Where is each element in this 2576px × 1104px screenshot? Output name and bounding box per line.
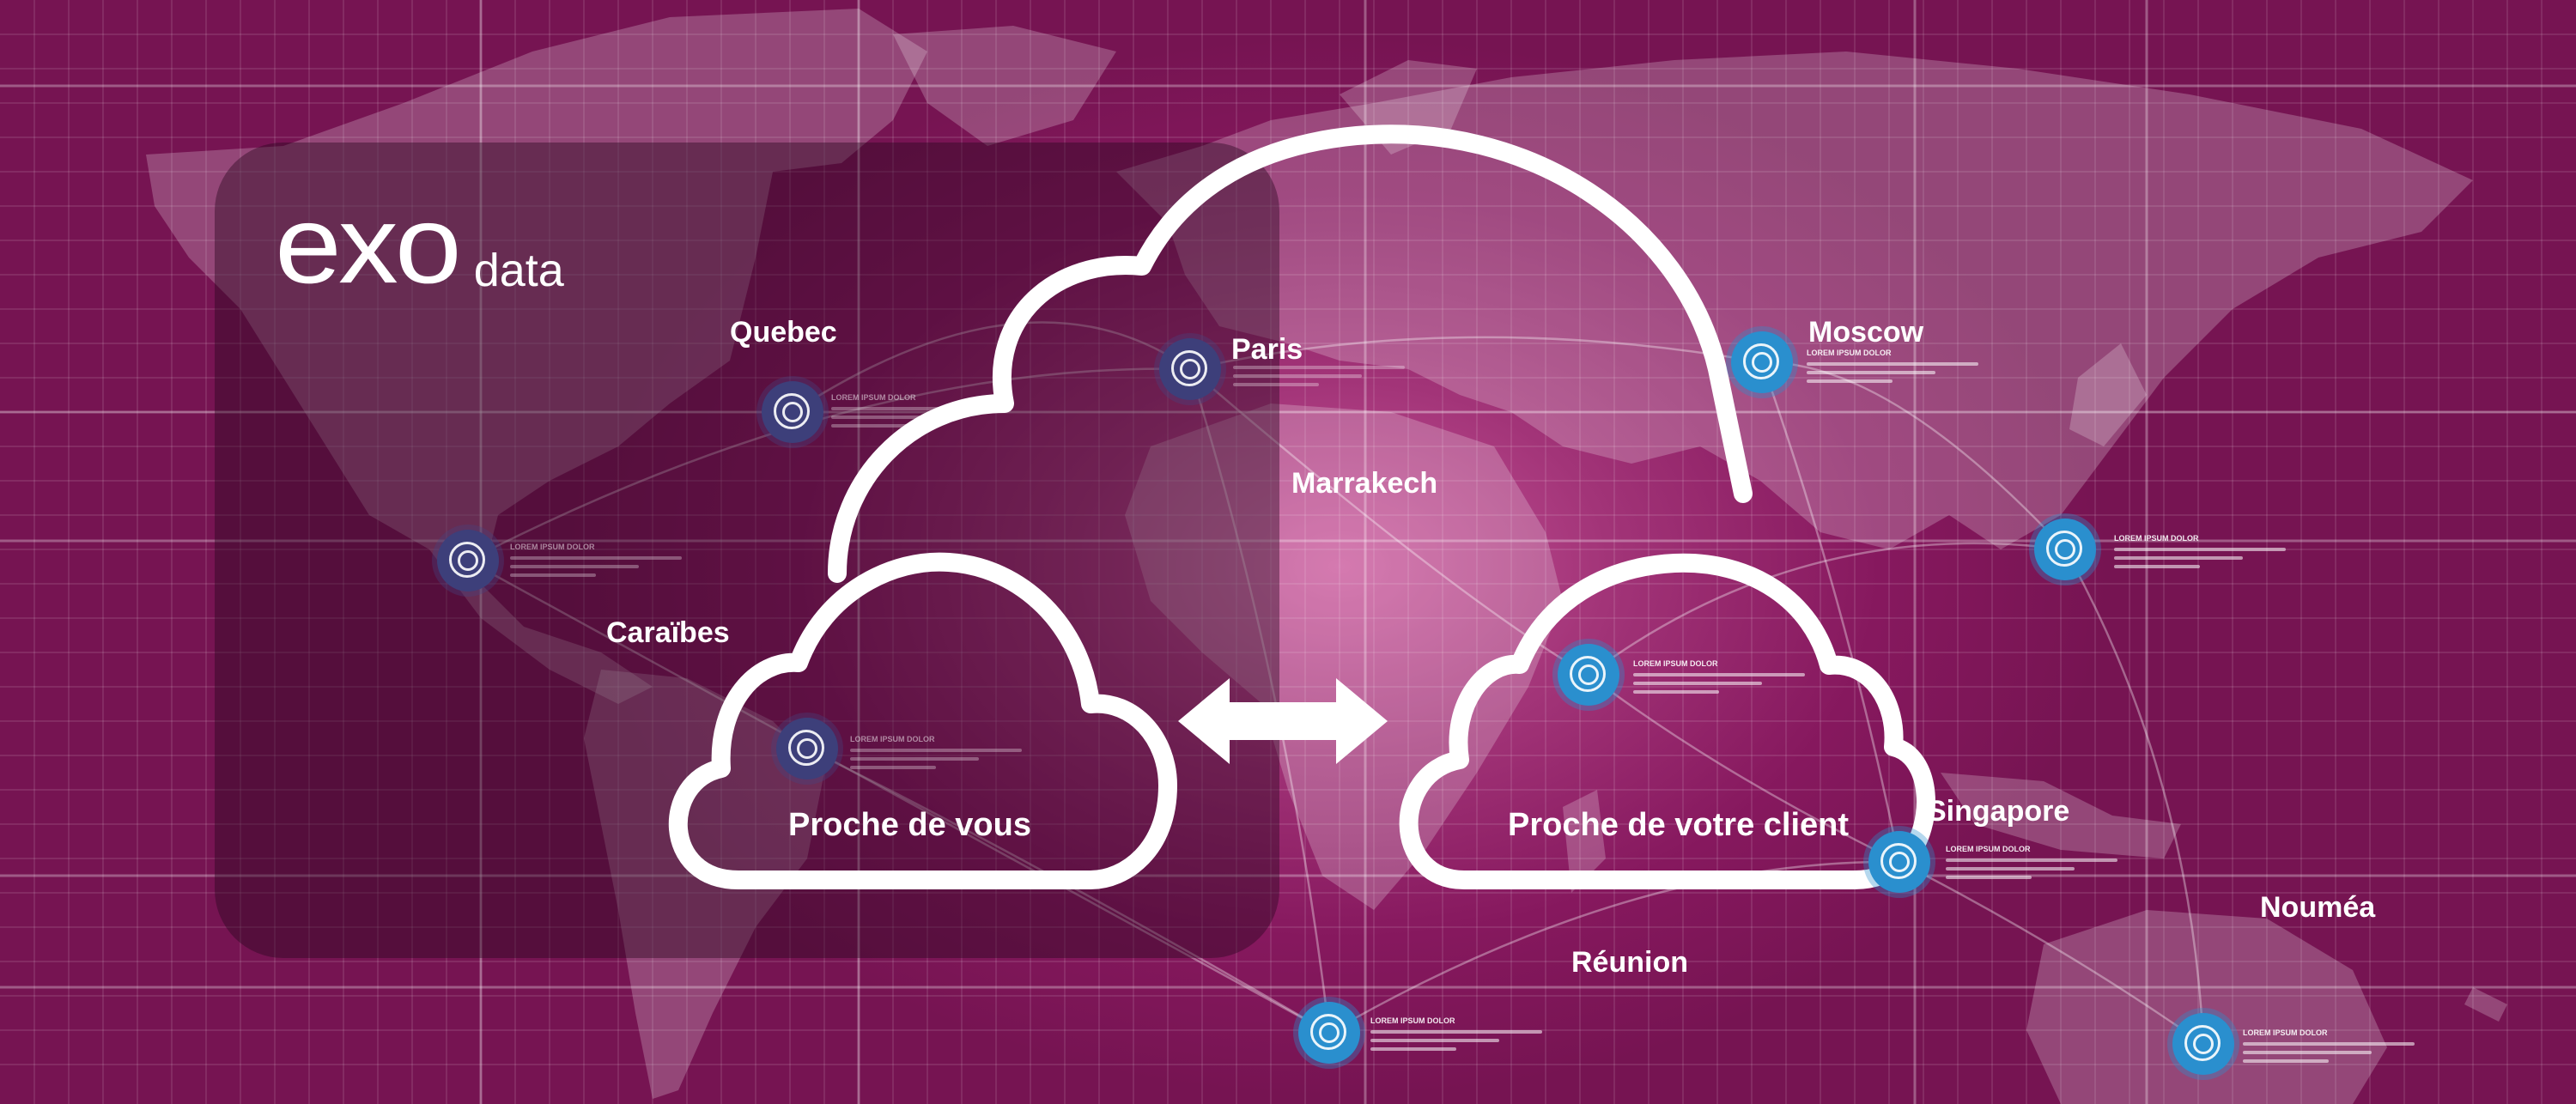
placeholder-line bbox=[1370, 1030, 1542, 1034]
city-label-singapore: Singapore bbox=[1927, 795, 2070, 828]
pin-info-tag: LOREM IPSUM DOLOR bbox=[1946, 845, 2135, 879]
city-label-caraibes: Caraïbes bbox=[606, 616, 730, 649]
left-cloud-icon bbox=[668, 552, 1177, 889]
pin-info-tag: LOREM IPSUM DOLOR bbox=[2114, 534, 2303, 568]
placeholder-line bbox=[1807, 362, 1978, 366]
placeholder-line bbox=[1946, 876, 2032, 879]
left-cloud-label: Proche de vous bbox=[788, 807, 1031, 843]
pin-info-title: LOREM IPSUM DOLOR bbox=[1370, 1016, 1455, 1025]
pin-info-tag: LOREM IPSUM DOLOR bbox=[1807, 349, 1996, 383]
placeholder-line bbox=[1370, 1039, 1499, 1042]
location-pin-icon bbox=[2034, 519, 2096, 580]
pin-info-title: LOREM IPSUM DOLOR bbox=[1946, 845, 2031, 853]
pin-info-title: LOREM IPSUM DOLOR bbox=[510, 543, 595, 551]
pin-info-title: LOREM IPSUM DOLOR bbox=[2114, 534, 2199, 543]
exodata-logo: exo data bbox=[275, 185, 564, 305]
location-pin-icon bbox=[1558, 644, 1619, 706]
location-pin-icon bbox=[1159, 338, 1221, 400]
big-cloud-icon bbox=[828, 124, 1753, 583]
placeholder-line bbox=[1807, 371, 1935, 374]
pin-info-title: LOREM IPSUM DOLOR bbox=[831, 393, 916, 402]
city-label-noumea: Nouméa bbox=[2260, 891, 2376, 924]
placeholder-line bbox=[2114, 565, 2200, 568]
city-label-marrakech: Marrakech bbox=[1291, 467, 1438, 500]
city-label-moscow: Moscow bbox=[1808, 316, 1924, 349]
location-pin-icon bbox=[2172, 1013, 2234, 1075]
pin-info-title: LOREM IPSUM DOLOR bbox=[1807, 349, 1892, 357]
placeholder-line bbox=[1233, 374, 1362, 378]
placeholder-line bbox=[1633, 682, 1762, 685]
placeholder-line bbox=[2243, 1051, 2372, 1054]
placeholder-line bbox=[850, 757, 979, 761]
pin-info-tag bbox=[1233, 361, 1422, 386]
placeholder-line bbox=[510, 573, 596, 577]
placeholder-line bbox=[1633, 673, 1805, 676]
pin-info-tag: LOREM IPSUM DOLOR bbox=[2243, 1028, 2432, 1063]
right-cloud-label: Proche de votre client bbox=[1508, 807, 1850, 843]
placeholder-line bbox=[1946, 858, 2117, 862]
location-pin-icon bbox=[1731, 331, 1793, 393]
double-arrow-icon bbox=[1178, 678, 1388, 764]
logo-sub: data bbox=[473, 245, 564, 296]
placeholder-line bbox=[831, 416, 960, 419]
location-pin-icon bbox=[762, 381, 823, 443]
location-pin-icon bbox=[1868, 831, 1930, 893]
placeholder-line bbox=[1233, 366, 1405, 369]
placeholder-line bbox=[831, 424, 917, 428]
placeholder-line bbox=[1807, 379, 1893, 383]
placeholder-line bbox=[2243, 1042, 2415, 1046]
placeholder-line bbox=[2114, 556, 2243, 560]
placeholder-line bbox=[831, 407, 1003, 410]
placeholder-line bbox=[2243, 1059, 2329, 1063]
pin-info-title: LOREM IPSUM DOLOR bbox=[850, 735, 935, 743]
placeholder-line bbox=[1633, 690, 1719, 694]
location-pin-icon bbox=[1298, 1002, 1360, 1064]
placeholder-line bbox=[1233, 383, 1319, 386]
right-cloud-icon bbox=[1399, 553, 1935, 889]
placeholder-line bbox=[510, 556, 682, 560]
location-pin-icon bbox=[437, 530, 499, 591]
placeholder-line bbox=[2114, 548, 2286, 551]
city-label-quebec: Quebec bbox=[730, 316, 837, 349]
placeholder-line bbox=[1370, 1047, 1456, 1051]
pin-info-title: LOREM IPSUM DOLOR bbox=[2243, 1028, 2328, 1037]
pin-info-tag: LOREM IPSUM DOLOR bbox=[850, 735, 1039, 769]
overlay-panel bbox=[215, 143, 1279, 958]
city-label-paris: Paris bbox=[1231, 333, 1303, 366]
pin-info-tag: LOREM IPSUM DOLOR bbox=[1633, 659, 1822, 694]
city-label-reunion: Réunion bbox=[1571, 946, 1688, 979]
placeholder-line bbox=[510, 565, 639, 568]
placeholder-line bbox=[850, 766, 936, 769]
placeholder-line bbox=[1946, 867, 2075, 870]
pin-info-tag: LOREM IPSUM DOLOR bbox=[831, 393, 1020, 428]
pin-info-title: LOREM IPSUM DOLOR bbox=[1633, 659, 1718, 668]
continents bbox=[146, 9, 2507, 1104]
logo-main: exo bbox=[275, 182, 462, 306]
location-pin-icon bbox=[776, 718, 838, 779]
pin-info-tag: LOREM IPSUM DOLOR bbox=[1370, 1016, 1559, 1051]
pin-info-tag: LOREM IPSUM DOLOR bbox=[510, 543, 699, 577]
placeholder-line bbox=[850, 749, 1022, 752]
